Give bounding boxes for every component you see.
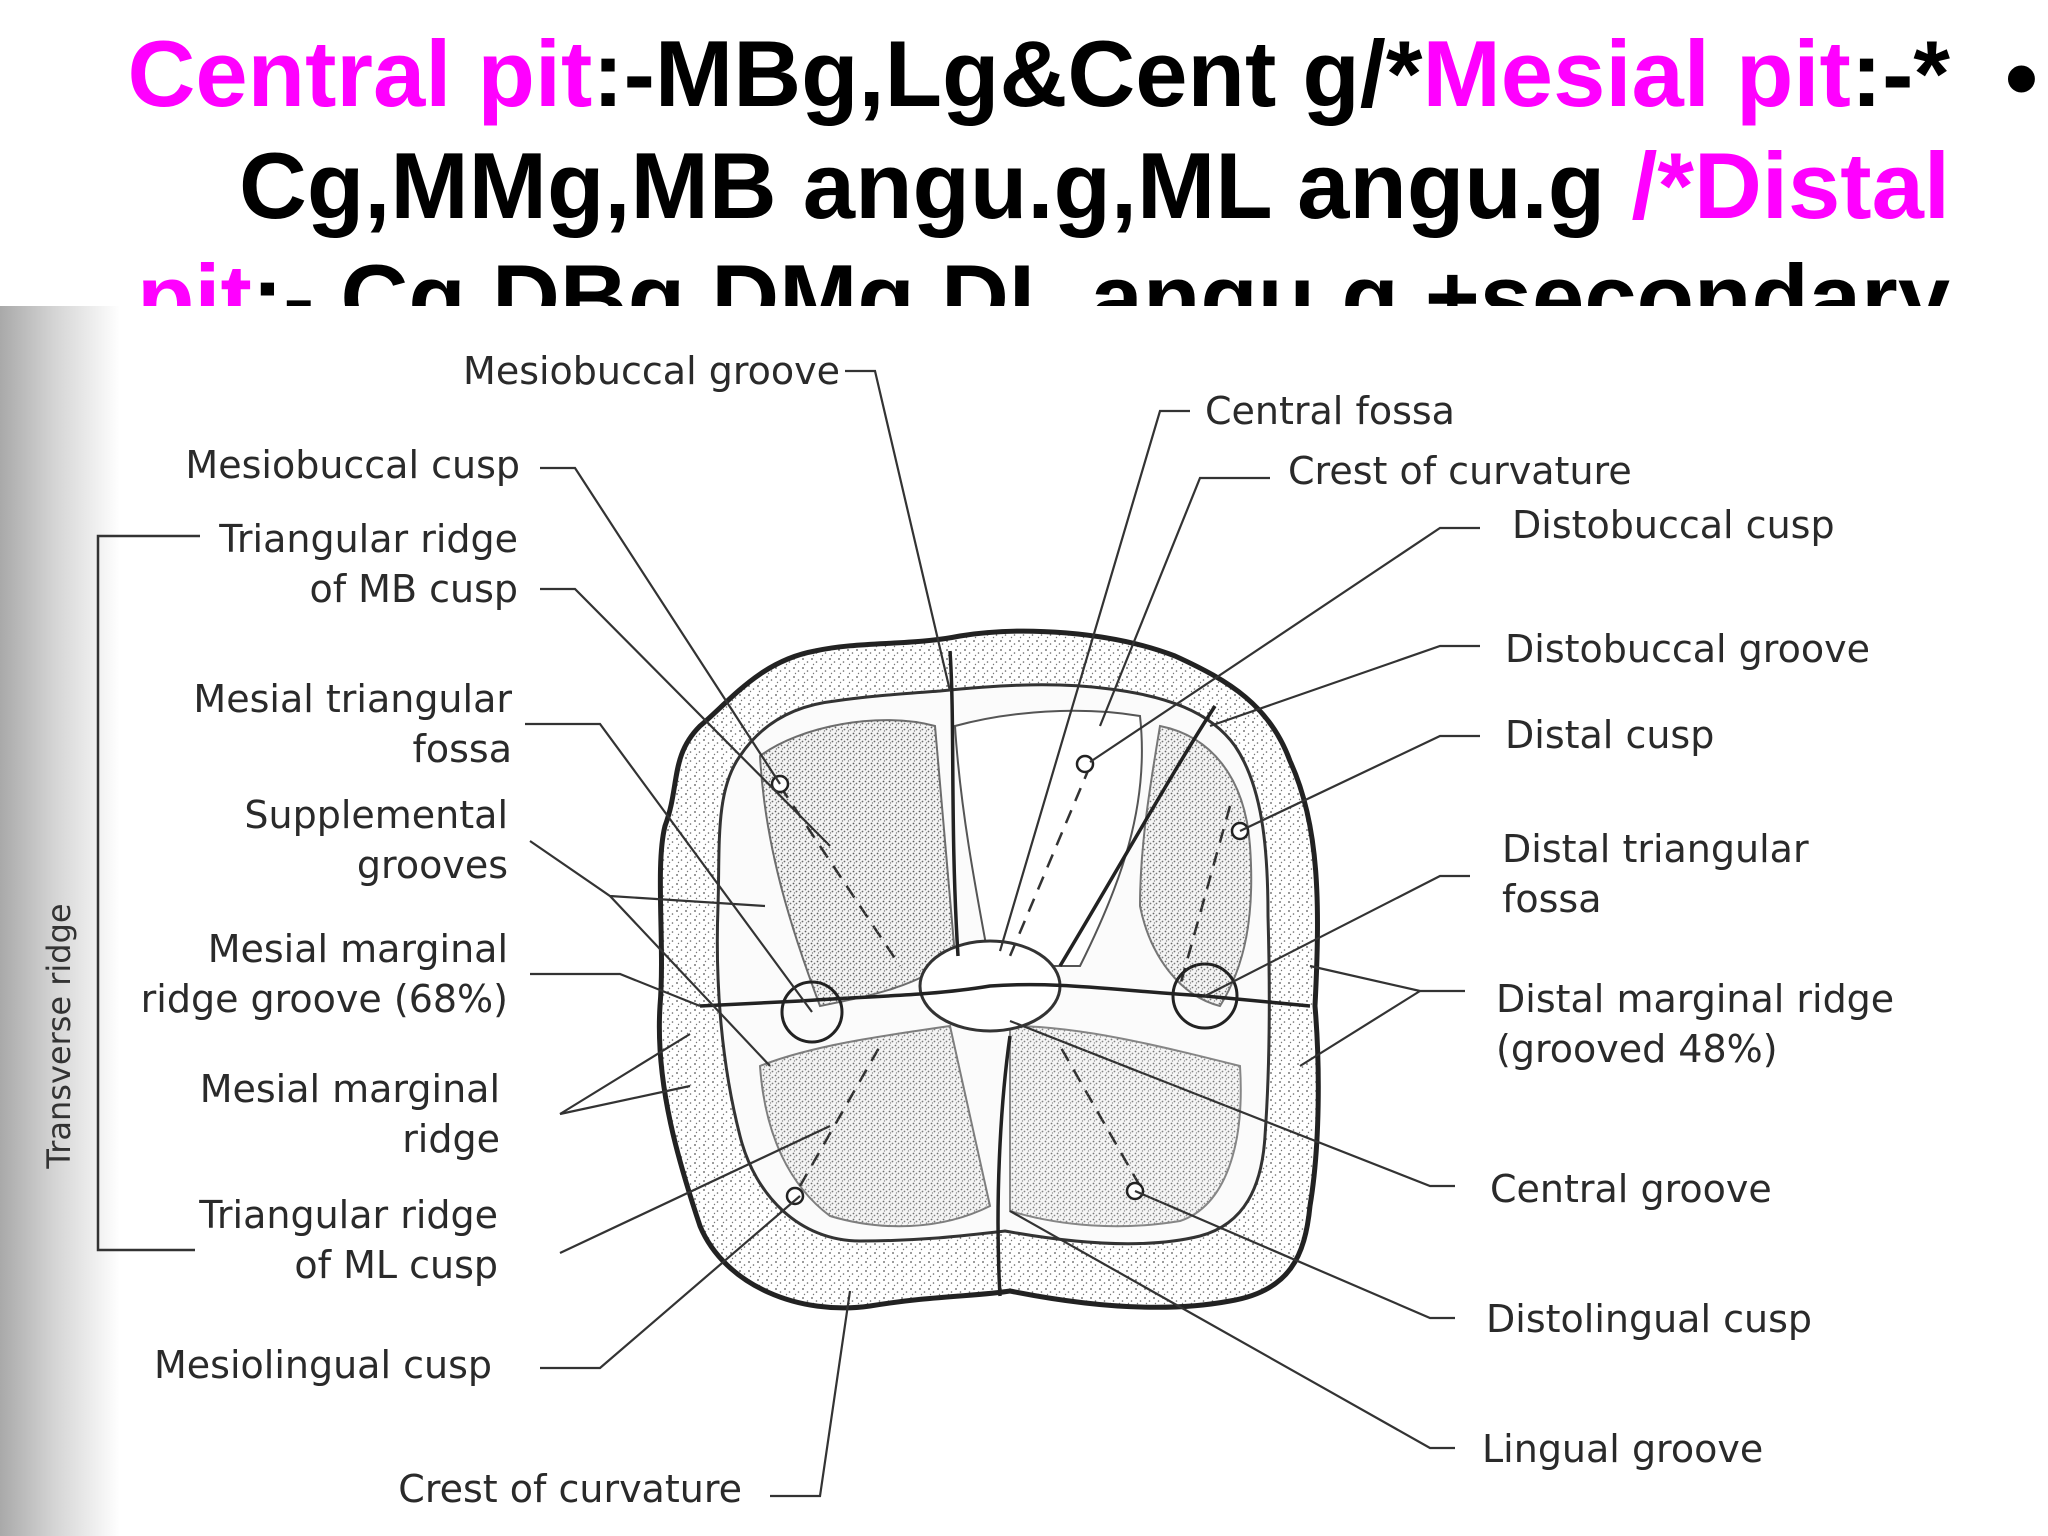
label-mesial-marginal-ridge-line1: Mesial marginal [200, 1067, 500, 1111]
distal-pit-label: /*Distal pit [136, 133, 1950, 308]
distal-pit-text: :- Cg,DBg,DMg,DL angu.g +secondary [251, 245, 1950, 308]
mesiolingual-cusp-facet [758, 1024, 992, 1228]
mesiobuccal-cusp-facet [758, 719, 957, 1008]
label-lingual-groove: Lingual groove [1482, 1427, 1763, 1471]
label-distal-cusp: Distal cusp [1505, 713, 1714, 757]
transverse-ridge-label: Transverse ridge [40, 903, 78, 1169]
distobuccal-cusp-facet [953, 709, 1143, 967]
label-supplemental-grooves-line1: Supplemental [244, 793, 508, 837]
label-distal-triangular-fossa-line1: Distal triangular [1502, 827, 1809, 871]
page-gutter-shade [0, 306, 120, 1536]
slide-title: Central pit:-MBg,Lg&Cent g/*Mesial pit:-… [70, 18, 1950, 308]
label-distal-marginal-ridge-line2: (grooved 48%) [1496, 1027, 1778, 1071]
distal-triangular-fossa-pit [1171, 962, 1239, 1030]
label-crest-of-curvature-top: Crest of curvature [1288, 449, 1632, 493]
transverse-ridge-bracket [96, 534, 200, 1252]
cusp-tip-db [1075, 754, 1095, 774]
label-distal-triangular-fossa-line2: fossa [1502, 877, 1602, 921]
leader-lines [525, 369, 1480, 1498]
central-pit-label: Central pit [127, 21, 593, 126]
distobuccal-groove-line [1058, 705, 1217, 967]
central-pit-text: :-MBg,Lg&Cent g/* [592, 21, 1423, 126]
bullet-marker: • [2005, 25, 2038, 130]
label-central-fossa: Central fossa [1205, 389, 1455, 433]
label-mesiolingual-cusp: Mesiolingual cusp [154, 1343, 492, 1387]
mesial-triangular-fossa-pit [780, 980, 844, 1044]
mesial-pit-label: Mesial pit [1422, 21, 1851, 126]
label-mesial-marginal-ridge-line2: ridge [402, 1117, 500, 1161]
label-mesial-marginal-ridge-groove-line1: Mesial marginal [208, 927, 508, 971]
label-supplemental-grooves-line2: grooves [357, 843, 508, 887]
label-crest-of-curvature-bottom: Crest of curvature [398, 1467, 742, 1511]
cusp-tip-ml [785, 1186, 805, 1206]
label-mesiobuccal-cusp: Mesiobuccal cusp [185, 443, 520, 487]
label-central-groove: Central groove [1490, 1167, 1772, 1211]
mesial-pit-text: :-* Cg,MMg,MB angu.g,ML angu.g [238, 21, 1950, 238]
distal-cusp-facet [1138, 724, 1253, 1008]
label-distobuccal-cusp: Distobuccal cusp [1512, 503, 1835, 547]
distal-marginal-groove-line [1204, 994, 1311, 1008]
molar-crown [656, 628, 1321, 1311]
label-mesial-marginal-ridge-groove-line2: ridge groove (68%) [141, 977, 508, 1021]
label-mesial-triangular-fossa-line1: Mesial triangular [193, 677, 512, 721]
label-distolingual-cusp: Distolingual cusp [1486, 1297, 1812, 1341]
distolingual-cusp-facet [1009, 1024, 1242, 1228]
label-mesial-triangular-fossa-line2: fossa [412, 727, 512, 771]
slide-title-area: Central pit:-MBg,Lg&Cent g/*Mesial pit:-… [70, 18, 1950, 308]
label-triangular-ridge-ml-line2: of ML cusp [294, 1243, 498, 1287]
label-triangular-ridge-mb-line1: Triangular ridge [218, 517, 518, 561]
label-triangular-ridge-ml-line1: Triangular ridge [198, 1193, 498, 1237]
label-distal-marginal-ridge-line1: Distal marginal ridge [1496, 977, 1894, 1021]
lingual-groove-line [996, 1035, 1012, 1297]
label-triangular-ridge-mb-line2: of MB cusp [309, 567, 518, 611]
mesiobuccal-groove-line [948, 650, 960, 957]
molar-occlusal-diagram: Transverse ridge [0, 306, 2048, 1536]
label-distobuccal-groove: Distobuccal groove [1505, 627, 1870, 671]
label-mesiobuccal-groove: Mesiobuccal groove [463, 349, 840, 393]
central-groove-line [799, 982, 1206, 1003]
groove-lines [699, 650, 1311, 1297]
